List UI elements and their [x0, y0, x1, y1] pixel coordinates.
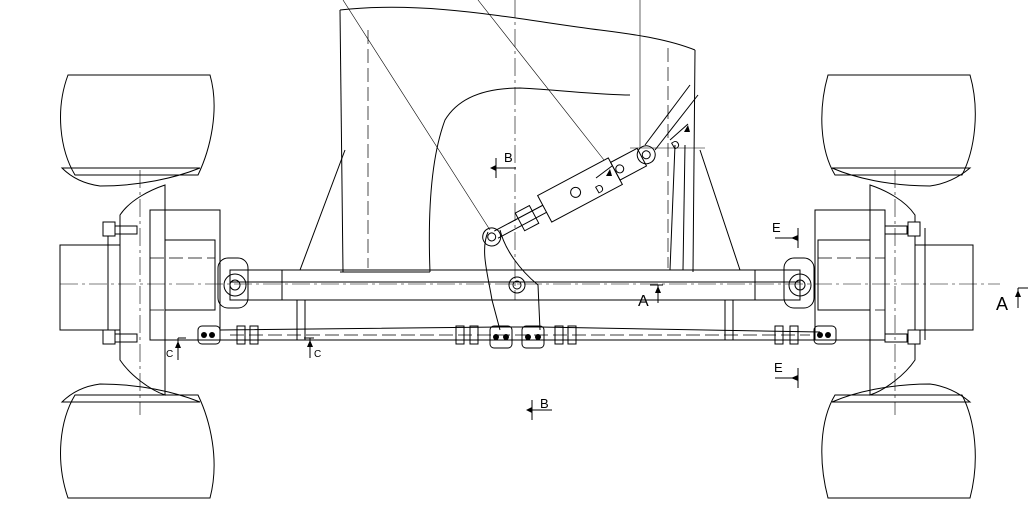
section-C-left-label: C: [166, 349, 173, 360]
right-lower-tire: [821, 394, 976, 499]
left-lower-tire: [60, 394, 215, 499]
kingpin-center-circle: [508, 276, 526, 294]
section-A-center-marker: A: [638, 284, 663, 310]
steering-cylinder: [482, 145, 656, 247]
section-E-lower-label: E: [774, 360, 783, 375]
vehicle-frame: [283, 0, 760, 331]
section-E-upper-label: E: [772, 220, 781, 235]
section-E-upper-marker: E: [772, 220, 799, 248]
section-C-right-marker: C: [304, 337, 321, 360]
section-D-upper-label: D: [670, 138, 683, 152]
section-A-right-marker: A: [996, 287, 1028, 314]
section-A-label: A: [996, 294, 1008, 314]
left-upper-tire: [60, 74, 215, 176]
section-B-top-label: B: [504, 150, 513, 165]
section-B-bottom-marker: B: [526, 396, 552, 420]
section-E-lower-marker: E: [774, 360, 799, 388]
left-wheel-assembly: [59, 74, 249, 499]
right-wheel-assembly: [783, 74, 976, 499]
section-C-right-label: C: [314, 349, 321, 360]
axle-beam: [60, 269, 1000, 301]
section-callouts: A A B B C: [166, 123, 1028, 420]
section-B-top-marker: B: [490, 150, 516, 178]
section-A-center-label: A: [638, 293, 649, 310]
tie-rod: [197, 299, 837, 349]
right-upper-tire: [821, 74, 976, 176]
section-C-left-marker: C: [166, 337, 186, 360]
section-B-bottom-label: B: [540, 396, 549, 411]
